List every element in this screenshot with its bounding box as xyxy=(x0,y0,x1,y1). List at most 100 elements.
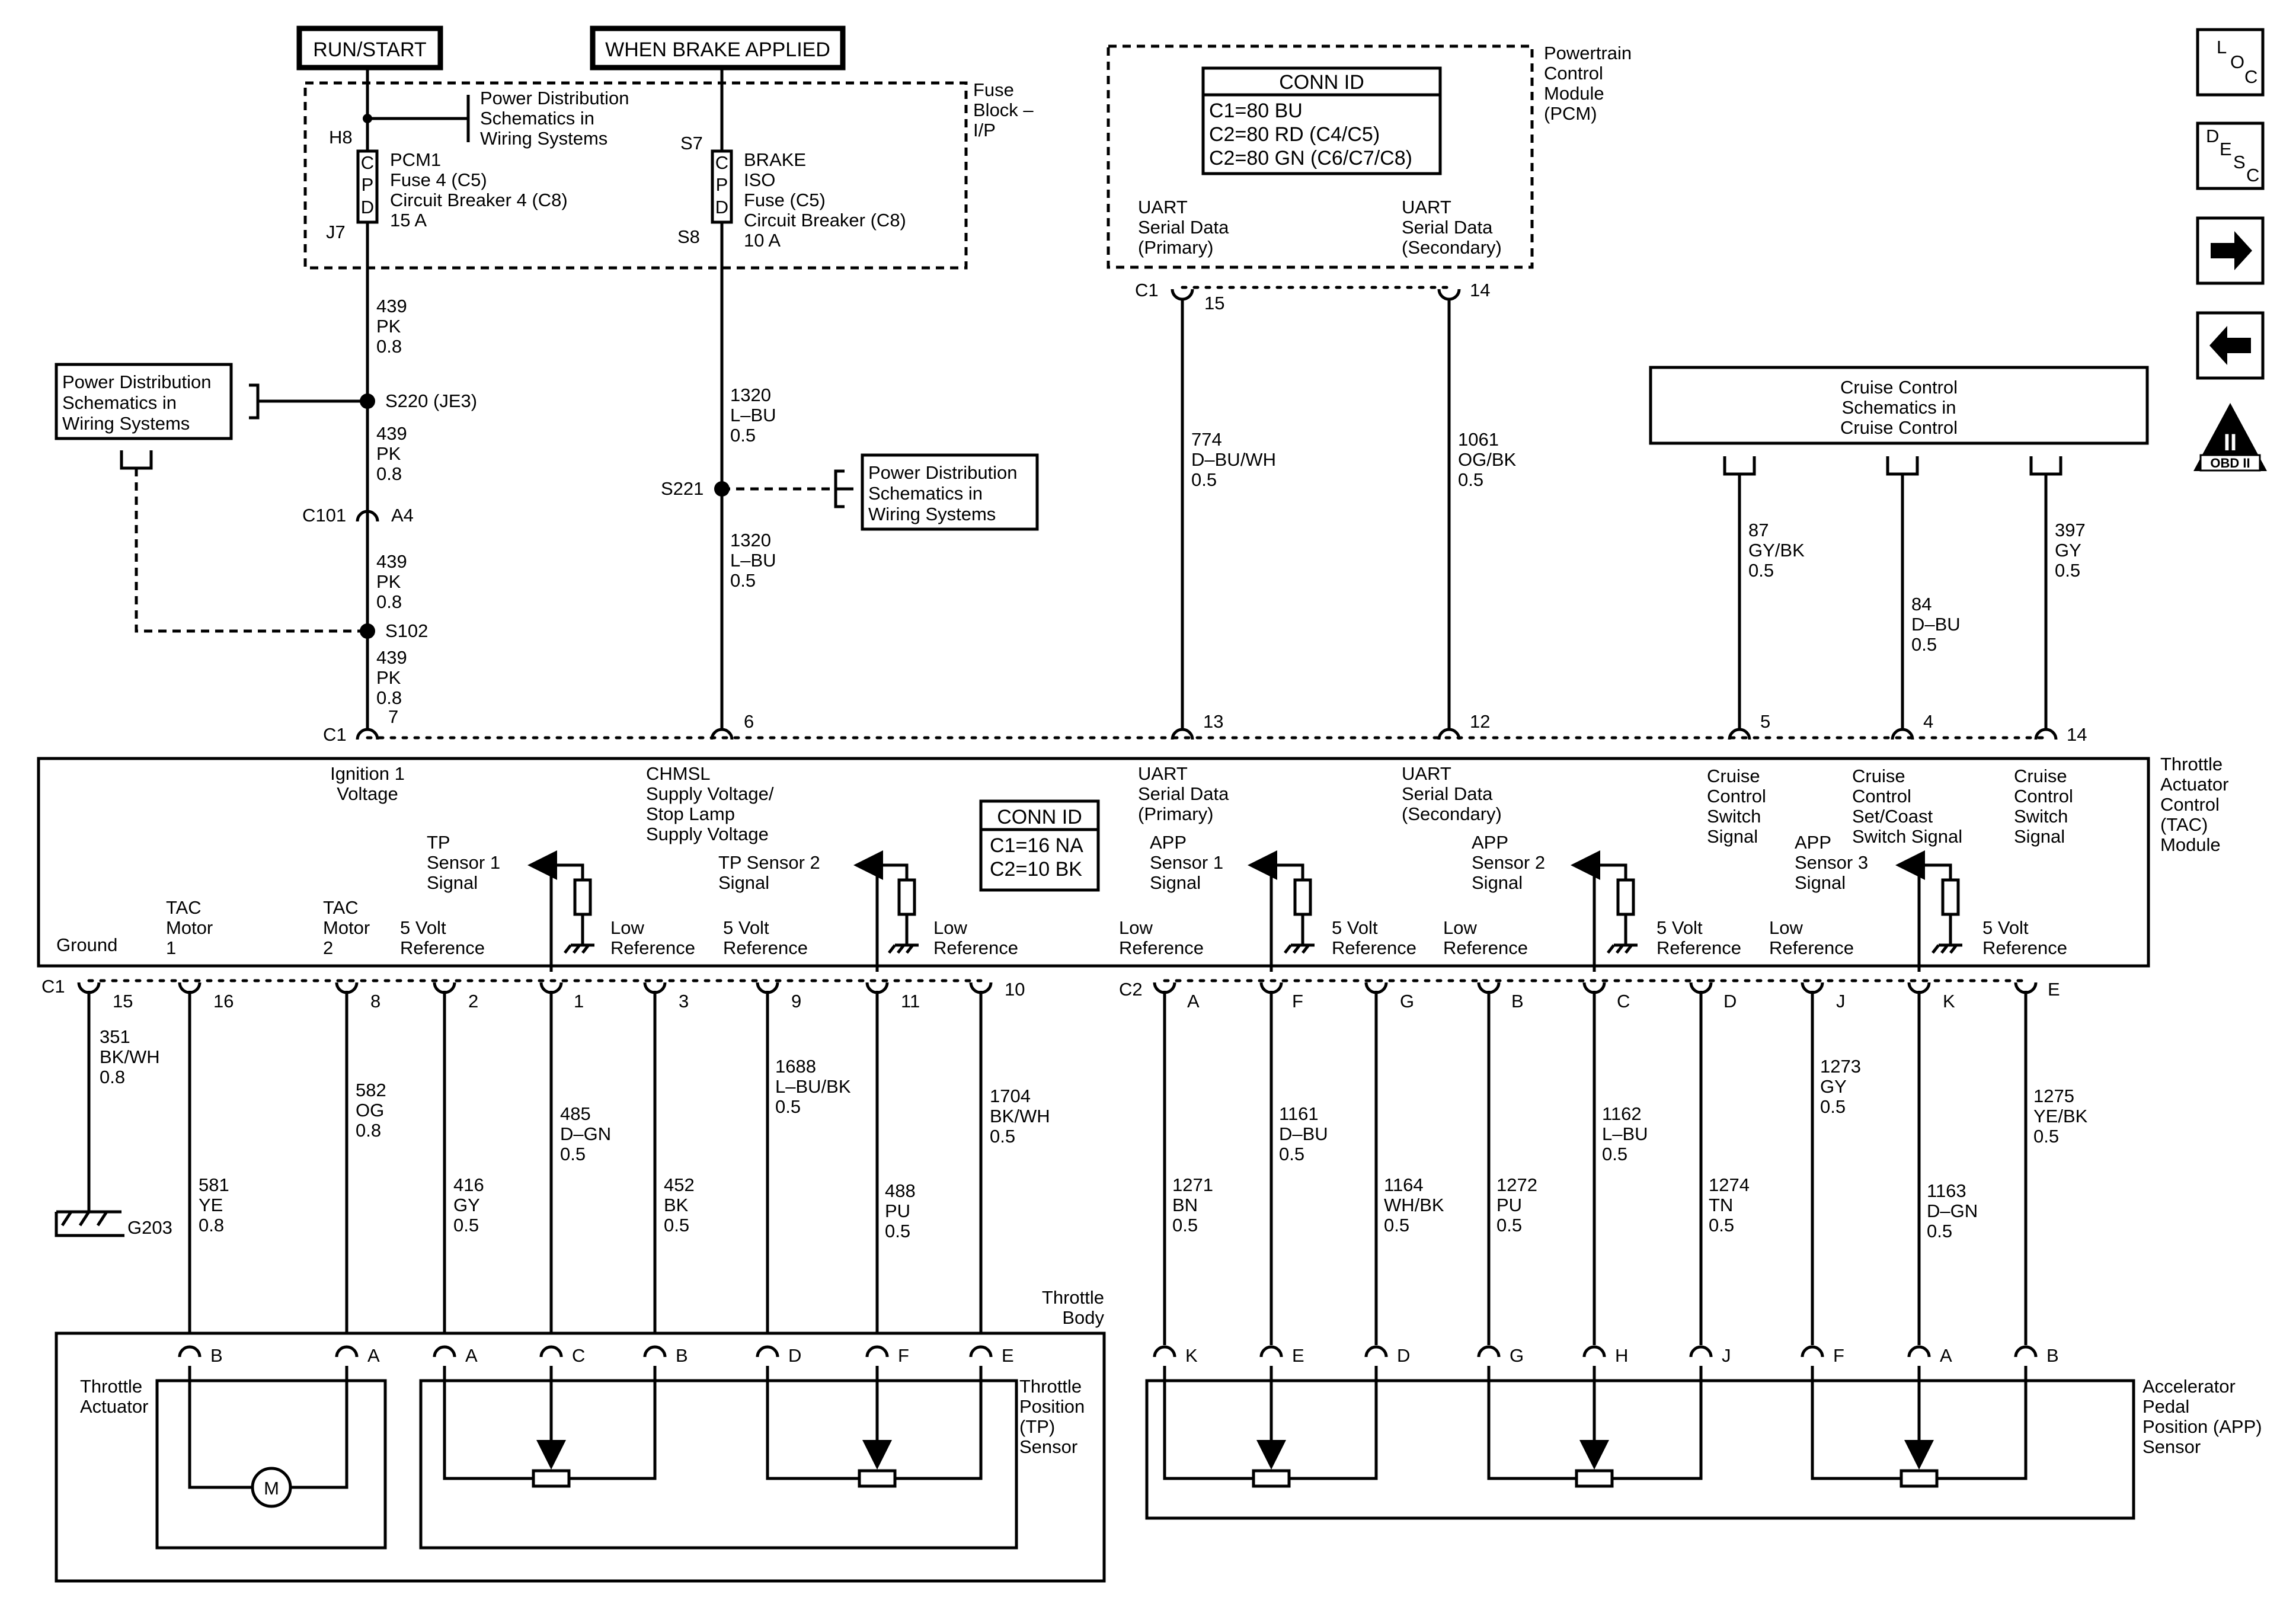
svg-text:B: B xyxy=(676,1345,688,1366)
svg-text:B: B xyxy=(2046,1345,2059,1366)
svg-text:II: II xyxy=(2224,430,2237,456)
svg-text:Schematics in: Schematics in xyxy=(868,483,983,504)
svg-text:84: 84 xyxy=(1911,594,1932,614)
svg-text:APP: APP xyxy=(1150,832,1187,853)
pcm1-fuse: Power Distribution Schematics in Wiring … xyxy=(326,68,629,729)
svg-text:14: 14 xyxy=(1470,280,1490,300)
svg-text:1271: 1271 xyxy=(1172,1174,1213,1195)
svg-text:397: 397 xyxy=(2055,520,2086,540)
svg-text:UART: UART xyxy=(1402,763,1451,784)
svg-text:Sensor: Sensor xyxy=(1019,1436,1077,1457)
svg-text:Control: Control xyxy=(2014,786,2073,806)
svg-text:P: P xyxy=(362,174,374,195)
svg-text:TP: TP xyxy=(427,832,450,853)
svg-text:0.5: 0.5 xyxy=(2055,560,2080,581)
prev-arrow-button[interactable] xyxy=(2196,311,2265,380)
svg-text:Actuator: Actuator xyxy=(2160,774,2228,795)
svg-text:A: A xyxy=(465,1345,478,1366)
svg-text:Schematics in: Schematics in xyxy=(480,108,594,129)
svg-text:9: 9 xyxy=(791,991,801,1012)
svg-text:Control: Control xyxy=(1707,786,1766,806)
pin-h8: H8 xyxy=(329,127,353,148)
svg-text:Power Distribution: Power Distribution xyxy=(868,462,1018,483)
svg-text:(TP): (TP) xyxy=(1019,1416,1055,1437)
svg-text:L: L xyxy=(2217,37,2227,57)
svg-text:3: 3 xyxy=(679,991,689,1012)
svg-text:J: J xyxy=(1836,991,1846,1012)
svg-text:GY: GY xyxy=(1820,1076,1847,1097)
svg-text:CONN ID: CONN ID xyxy=(1279,71,1364,94)
svg-text:K: K xyxy=(1185,1345,1198,1366)
svg-text:Throttle: Throttle xyxy=(1019,1376,1082,1397)
svg-text:PK: PK xyxy=(376,571,401,592)
svg-text:488: 488 xyxy=(885,1180,916,1201)
svg-text:Reference: Reference xyxy=(1769,937,1854,958)
pds-reference-right: Power Distribution Schematics in Wiring … xyxy=(861,453,1039,531)
lower-wire-labels: 351 BK/WH 0.8 581 YE 0.8 582 OG 0.8 416 … xyxy=(100,1026,2088,1241)
svg-text:1161: 1161 xyxy=(1279,1103,1319,1124)
svg-text:C: C xyxy=(361,152,374,173)
svg-text:Switch: Switch xyxy=(2014,806,2068,827)
svg-text:1272: 1272 xyxy=(1496,1174,1537,1195)
svg-text:Power Distribution: Power Distribution xyxy=(480,88,629,108)
svg-text:Low: Low xyxy=(1443,917,1477,938)
throttle-body-connector: B A A C B D F E xyxy=(178,1345,1014,1366)
svg-text:Motor: Motor xyxy=(166,917,213,938)
svg-text:0.5: 0.5 xyxy=(885,1221,910,1241)
desc-button[interactable]: D E S C xyxy=(2196,121,2265,190)
svg-text:C2=80 GN (C6/C7/C8): C2=80 GN (C6/C7/C8) xyxy=(1209,147,1412,169)
svg-text:Schematics in: Schematics in xyxy=(1842,397,1956,418)
svg-text:PK: PK xyxy=(376,667,401,688)
when-brake-applied-box: WHEN BRAKE APPLIED xyxy=(590,25,846,71)
svg-text:6: 6 xyxy=(744,711,754,732)
svg-text:UART: UART xyxy=(1138,197,1188,217)
svg-text:0.5: 0.5 xyxy=(1709,1215,1734,1235)
svg-text:Low: Low xyxy=(1769,917,1803,938)
svg-text:(Primary): (Primary) xyxy=(1138,804,1213,824)
svg-text:Control: Control xyxy=(1852,786,1911,806)
svg-text:BK/WH: BK/WH xyxy=(990,1106,1050,1126)
next-arrow-button[interactable] xyxy=(2196,216,2265,285)
svg-text:Accelerator: Accelerator xyxy=(2142,1376,2236,1397)
svg-text:C1: C1 xyxy=(41,976,65,997)
cruise-control-reference: Cruise Control Schematics in Cruise Cont… xyxy=(1649,366,2149,729)
svg-text:1273: 1273 xyxy=(1820,1056,1861,1077)
svg-text:K: K xyxy=(1943,991,1955,1012)
svg-text:Cruise Control: Cruise Control xyxy=(1840,417,1958,438)
svg-text:15 A: 15 A xyxy=(390,210,427,231)
svg-text:0.8: 0.8 xyxy=(376,591,402,612)
svg-text:D: D xyxy=(1397,1345,1410,1366)
svg-text:WH/BK: WH/BK xyxy=(1384,1195,1444,1215)
svg-text:S220 (JE3): S220 (JE3) xyxy=(385,391,477,411)
svg-text:PU: PU xyxy=(1496,1195,1522,1215)
svg-text:CONN ID: CONN ID xyxy=(997,806,1082,828)
svg-text:S102: S102 xyxy=(385,620,428,641)
svg-text:Sensor 1: Sensor 1 xyxy=(1150,852,1223,873)
svg-text:APP: APP xyxy=(1795,832,1831,853)
svg-text:A: A xyxy=(367,1345,380,1366)
svg-text:4: 4 xyxy=(1923,711,1933,732)
svg-text:Fuse: Fuse xyxy=(973,79,1014,100)
svg-text:0.5: 0.5 xyxy=(990,1126,1015,1147)
obd-ii-button[interactable]: II OBD II xyxy=(2193,403,2267,472)
svg-text:(Secondary): (Secondary) xyxy=(1402,237,1502,258)
svg-text:E: E xyxy=(2220,139,2232,159)
svg-text:Position: Position xyxy=(1019,1396,1085,1417)
svg-text:RUN/START: RUN/START xyxy=(313,39,426,61)
svg-text:Circuit Breaker (C8): Circuit Breaker (C8) xyxy=(744,210,906,231)
svg-text:Signal: Signal xyxy=(427,872,478,893)
svg-text:1162: 1162 xyxy=(1602,1103,1642,1124)
svg-text:0.8: 0.8 xyxy=(376,336,402,357)
svg-text:Body: Body xyxy=(1062,1307,1104,1328)
svg-text:Signal: Signal xyxy=(1795,872,1846,893)
svg-text:C: C xyxy=(715,152,728,173)
svg-text:Reference: Reference xyxy=(933,937,1018,958)
svg-text:0.5: 0.5 xyxy=(1748,560,1774,581)
loc-button[interactable]: L O C xyxy=(2196,28,2265,97)
svg-text:0.5: 0.5 xyxy=(664,1215,689,1235)
svg-text:YE/BK: YE/BK xyxy=(2033,1106,2088,1126)
svg-text:Reference: Reference xyxy=(400,937,485,958)
svg-text:1704: 1704 xyxy=(990,1086,1031,1106)
svg-text:WHEN BRAKE APPLIED: WHEN BRAKE APPLIED xyxy=(605,39,830,61)
lower-wires xyxy=(87,991,2028,1345)
